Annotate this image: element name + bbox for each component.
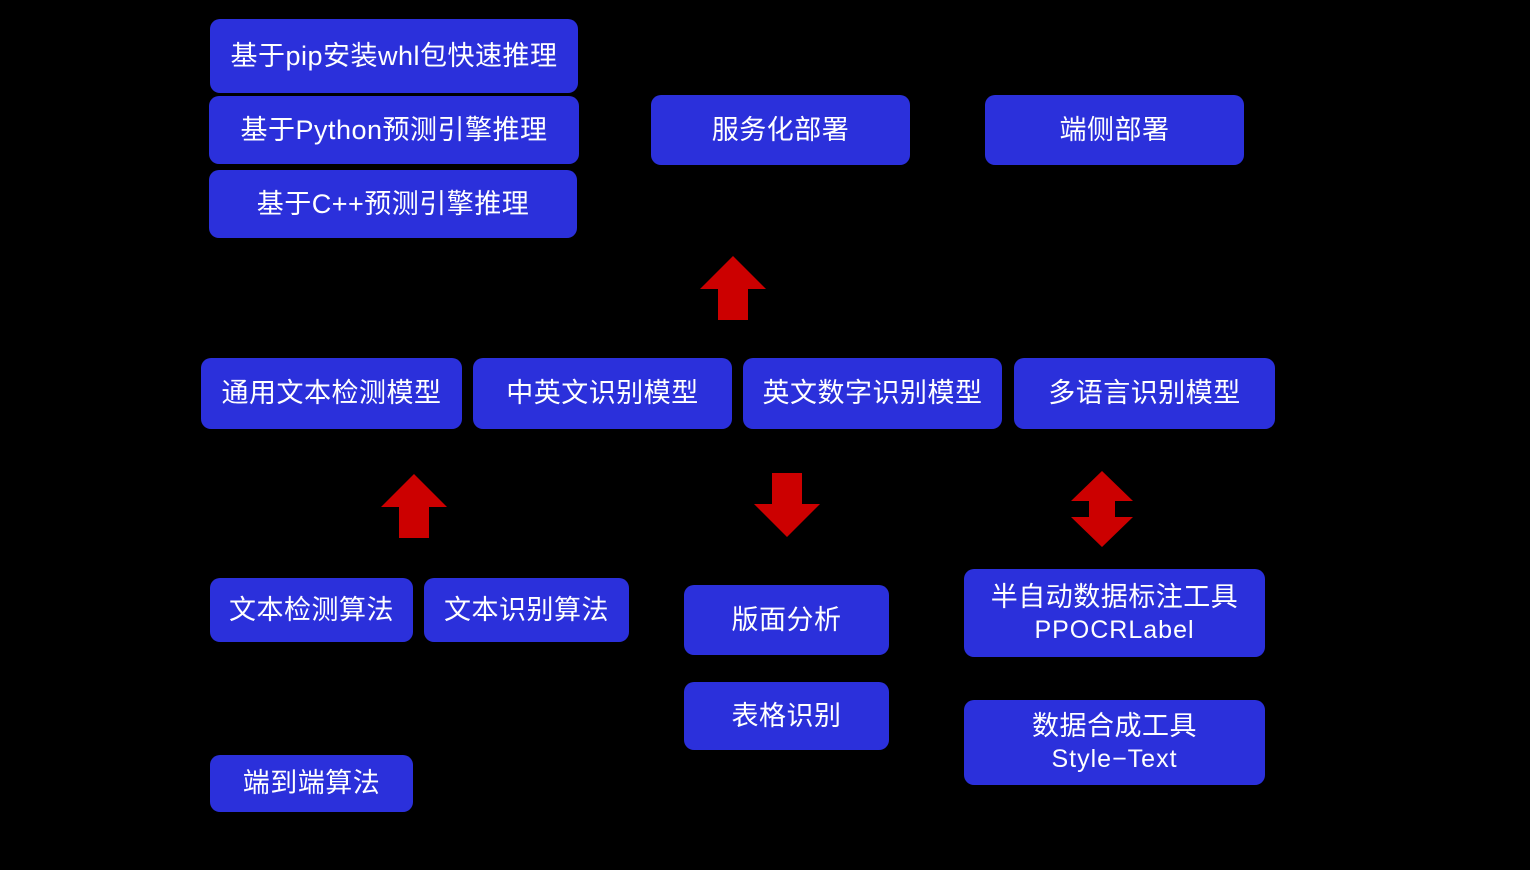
- node-ppocrlabel[interactable]: 半自动数据标注工具 PPOCRLabel: [964, 569, 1265, 657]
- node-cpp-engine[interactable]: 基于C++预测引擎推理: [209, 170, 577, 238]
- node-multilingual-rec-model[interactable]: 多语言识别模型: [1014, 358, 1275, 429]
- node-label: 基于pip安装whl包快速推理: [230, 40, 558, 71]
- node-pip-whl[interactable]: 基于pip安装whl包快速推理: [210, 19, 578, 93]
- node-service-deploy[interactable]: 服务化部署: [651, 95, 910, 165]
- node-en-digit-rec-model[interactable]: 英文数字识别模型: [743, 358, 1002, 429]
- node-label: 通用文本检测模型: [221, 378, 442, 409]
- node-text-rec-algo[interactable]: 文本识别算法: [424, 578, 629, 642]
- node-label: 表格识别: [731, 700, 842, 731]
- node-label: 中英文识别模型: [506, 378, 699, 409]
- node-label: 文本识别算法: [444, 594, 609, 625]
- node-label: 半自动数据标注工具: [990, 581, 1239, 612]
- node-label: 端侧部署: [1059, 114, 1170, 145]
- node-layout-analysis[interactable]: 版面分析: [684, 585, 889, 655]
- node-sublabel: PPOCRLabel: [1034, 615, 1195, 644]
- node-edge-deploy[interactable]: 端侧部署: [985, 95, 1244, 165]
- node-general-det-model[interactable]: 通用文本检测模型: [201, 358, 462, 429]
- node-label: 文本检测算法: [229, 594, 394, 625]
- node-label: 基于C++预测引擎推理: [256, 188, 530, 219]
- node-label: 数据合成工具: [1032, 711, 1197, 742]
- node-end-to-end-algo[interactable]: 端到端算法: [210, 755, 413, 812]
- node-label: 端到端算法: [242, 768, 381, 799]
- node-table-recognition[interactable]: 表格识别: [684, 682, 889, 750]
- arrow-models-to-tools-icon: [1071, 471, 1133, 547]
- node-cn-en-rec-model[interactable]: 中英文识别模型: [473, 358, 732, 429]
- node-label: 基于Python预测引擎推理: [240, 114, 548, 145]
- node-sublabel: Style−Text: [1051, 745, 1178, 774]
- node-text-det-algo[interactable]: 文本检测算法: [210, 578, 413, 642]
- node-label: 版面分析: [731, 604, 842, 635]
- node-label: 服务化部署: [711, 114, 850, 145]
- arrow-models-to-deploy-icon: [700, 256, 766, 320]
- node-python-engine[interactable]: 基于Python预测引擎推理: [209, 96, 579, 164]
- node-style-text[interactable]: 数据合成工具 Style−Text: [964, 700, 1265, 785]
- arrow-models-to-document-icon: [754, 473, 820, 537]
- node-label: 多语言识别模型: [1048, 378, 1241, 409]
- node-label: 英文数字识别模型: [762, 378, 983, 409]
- arrow-algo-to-models-icon: [381, 474, 447, 538]
